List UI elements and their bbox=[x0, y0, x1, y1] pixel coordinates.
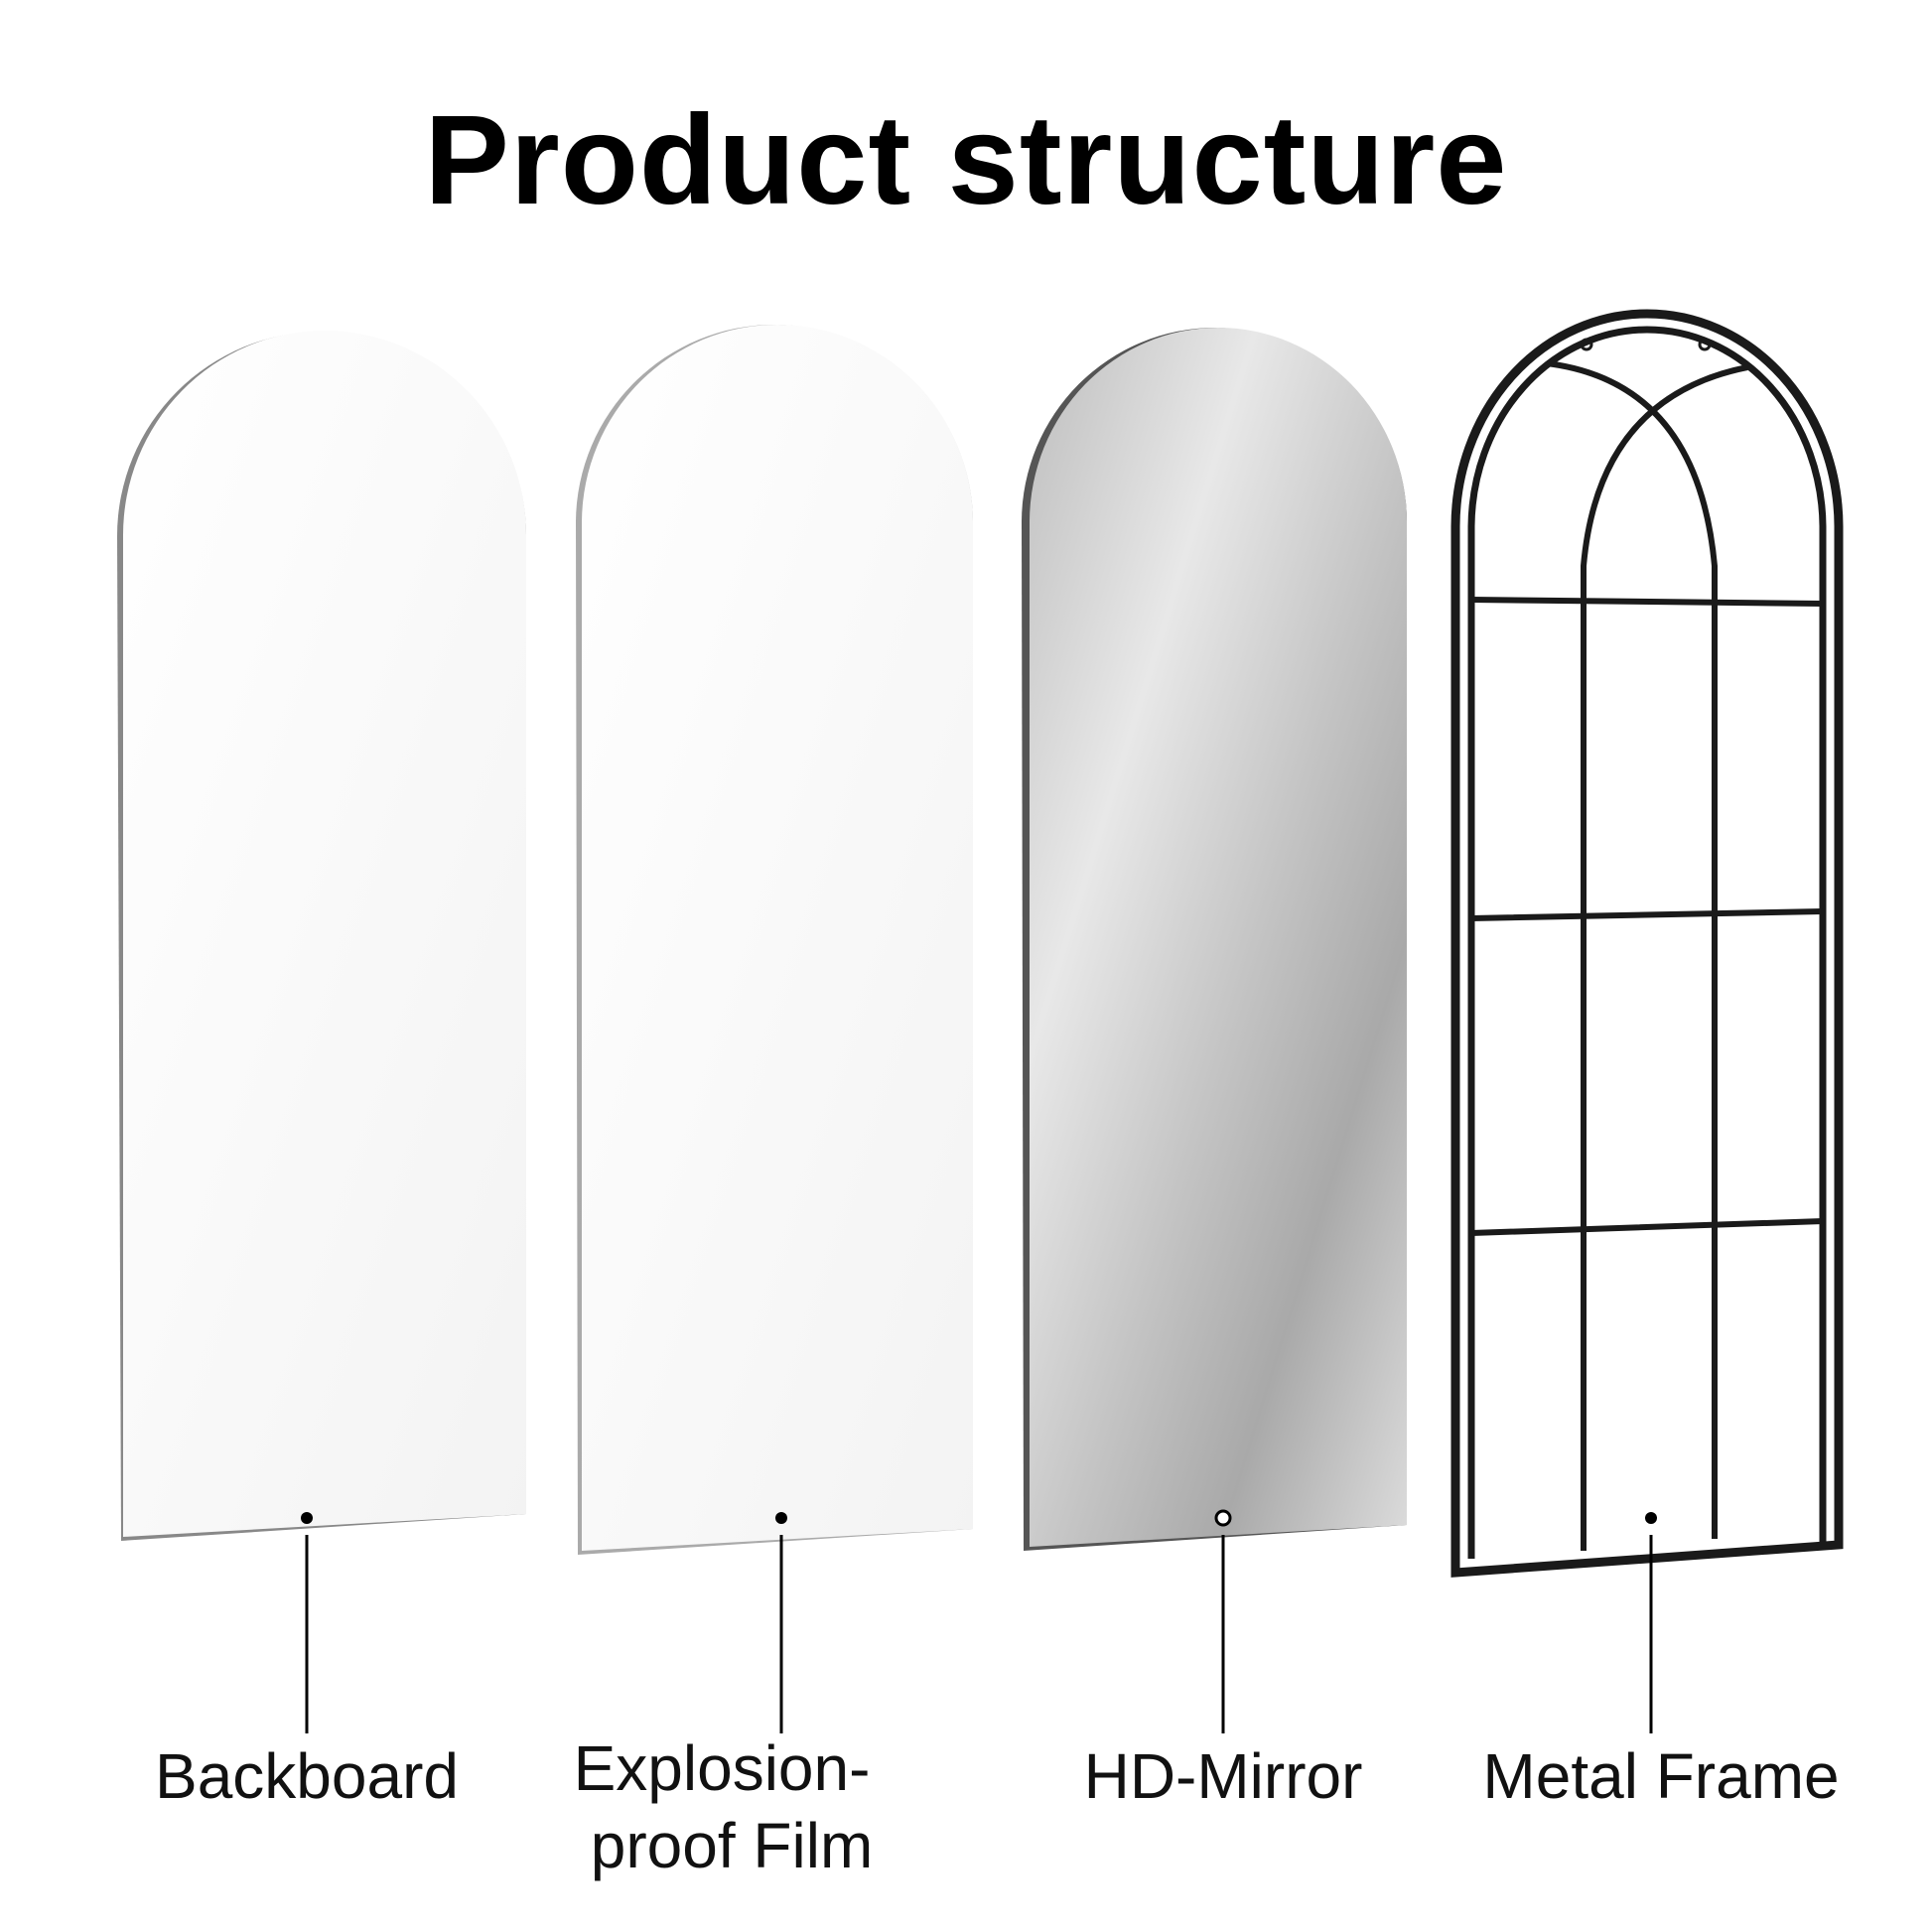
callout-mirror bbox=[1214, 1509, 1232, 1733]
film-panel bbox=[576, 325, 973, 1555]
label-mirror: HD-Mirror bbox=[1083, 1740, 1363, 1812]
callout-backboard bbox=[301, 1512, 313, 1733]
page-title: Product structure bbox=[424, 89, 1508, 231]
label-film-line-2: proof Film bbox=[590, 1810, 874, 1881]
label-backboard: Backboard bbox=[155, 1740, 459, 1812]
label-frame: Metal Frame bbox=[1482, 1740, 1840, 1812]
backboard-panel bbox=[117, 331, 527, 1541]
callout-film bbox=[775, 1512, 787, 1733]
mirror-panel bbox=[1022, 328, 1407, 1551]
label-film: Explosion- proof Film bbox=[533, 1729, 930, 1884]
metal-frame bbox=[1450, 309, 1844, 1578]
label-film-line-1: Explosion- bbox=[573, 1732, 871, 1804]
callout-frame bbox=[1645, 1512, 1657, 1733]
